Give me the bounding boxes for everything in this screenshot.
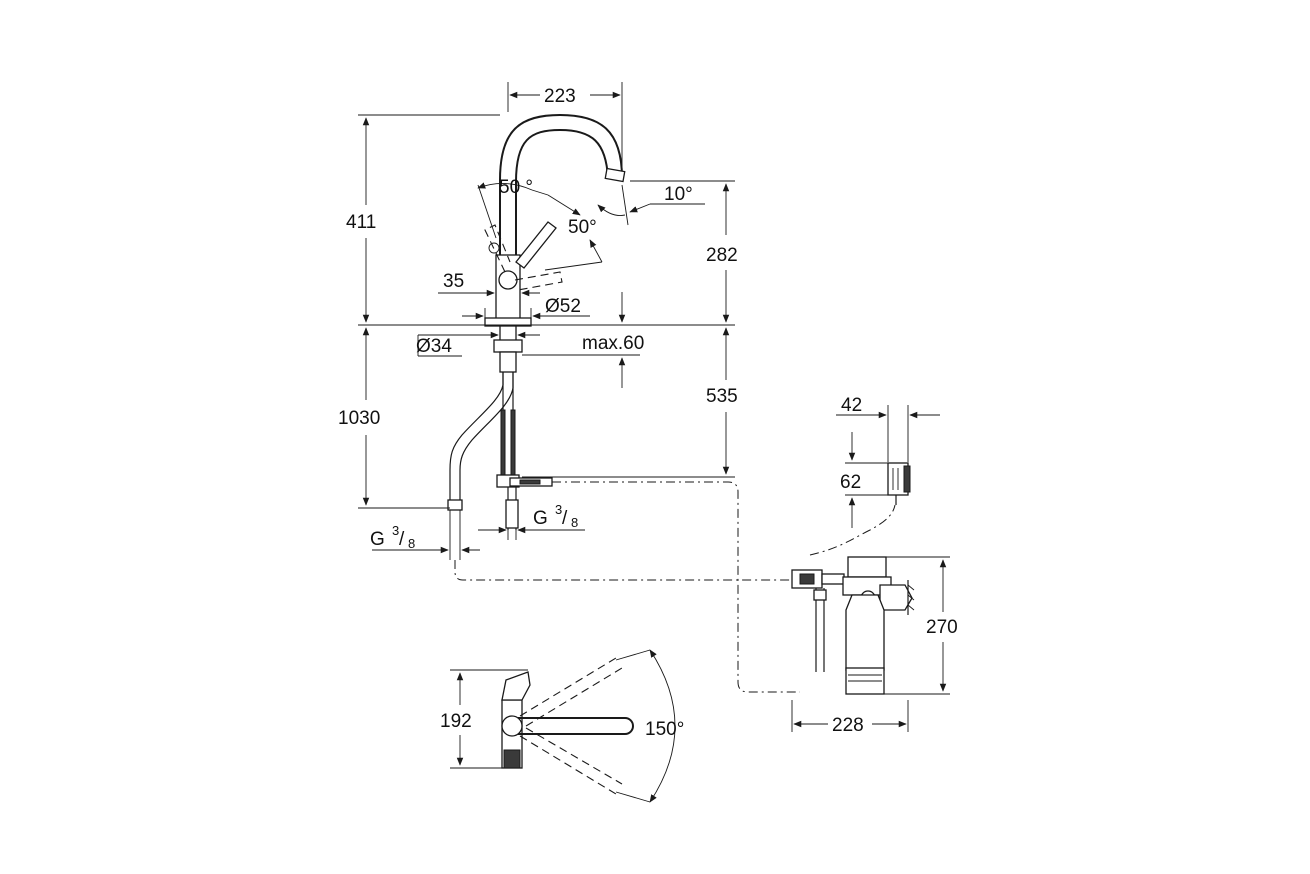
dimension-411: 411 — [346, 114, 500, 323]
label-192: 192 — [440, 711, 472, 732]
dimension-max60: max.60 — [522, 292, 644, 388]
dimension-d52: Ø52 — [462, 296, 590, 320]
dimension-282: 282 — [630, 180, 738, 323]
g-left-denominator: 8 — [408, 536, 415, 551]
dimension-1030: 1030 — [338, 327, 450, 509]
mount-nut — [493, 339, 523, 353]
dimension-535: 535 — [522, 327, 738, 478]
spout-outer — [499, 113, 623, 181]
label-150: 150° — [645, 719, 684, 740]
filter-head — [847, 556, 887, 578]
label-35: 35 — [443, 271, 464, 292]
label-62: 62 — [840, 472, 861, 493]
label-223: 223 — [544, 86, 576, 107]
angle-10: 10° — [597, 184, 705, 226]
label-411: 411 — [346, 212, 376, 233]
g-right-slash: / — [562, 508, 568, 529]
g-right-letter: G — [533, 508, 548, 529]
dimension-228: 228 — [791, 700, 909, 736]
hose-routing — [454, 481, 896, 693]
spout-aerator — [604, 167, 626, 183]
label-282: 282 — [706, 245, 738, 266]
label-d34: Ø34 — [416, 336, 452, 357]
label-535: 535 — [706, 386, 738, 407]
control-box — [887, 462, 911, 505]
dimension-d34: Ø34 — [416, 331, 540, 357]
dimension-35: 35 — [438, 270, 540, 300]
filter-unit — [791, 556, 915, 695]
label-270: 270 — [926, 617, 958, 638]
wall-bracket — [879, 584, 913, 611]
g-left-letter: G — [370, 529, 385, 550]
dimension-223: 223 — [507, 82, 623, 170]
filter-cartridge — [845, 594, 885, 671]
dimension-192: 192 — [440, 669, 528, 769]
label-max60: max.60 — [582, 333, 644, 354]
dimension-62: 62 — [840, 432, 888, 528]
label-d52: Ø52 — [545, 296, 581, 317]
angle-50-right: 50° — [544, 194, 603, 271]
label-228: 228 — [832, 715, 864, 736]
faucet-top-view: 150° — [501, 649, 684, 803]
label-10: 10° — [664, 184, 693, 205]
label-42: 42 — [841, 395, 862, 416]
label-50-right: 50° — [568, 217, 597, 238]
dimension-42: 42 — [836, 395, 940, 462]
label-50-left: 50 ° — [499, 177, 533, 198]
angle-50-left: 50 ° — [477, 177, 549, 239]
g-right-denominator: 8 — [571, 515, 578, 530]
faucet-side-view — [447, 113, 626, 530]
g-right-numerator: 3 — [555, 502, 562, 517]
g-left-numerator: 3 — [392, 523, 399, 538]
thread-g38-right: G 3 / 8 — [478, 502, 585, 540]
thread-g38-left: G 3 / 8 — [370, 510, 480, 560]
flex-hose — [449, 372, 504, 505]
lever-hub — [498, 270, 518, 290]
label-1030: 1030 — [338, 408, 380, 429]
lever-handle — [515, 221, 557, 269]
spout-inner — [515, 128, 609, 183]
dimension-270: 270 — [884, 556, 958, 695]
g-left-slash: / — [399, 529, 405, 550]
